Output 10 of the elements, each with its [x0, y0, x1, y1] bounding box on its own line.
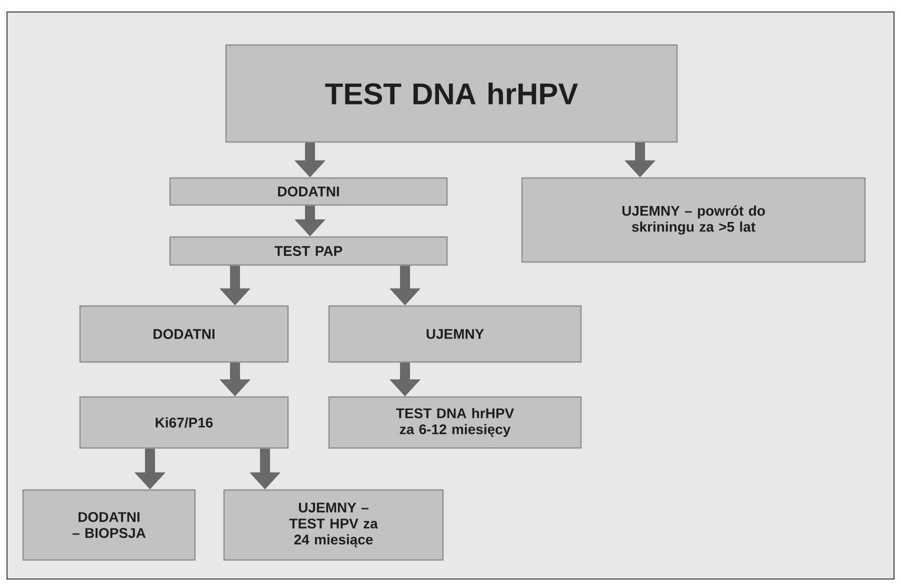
process-box: DODATNI – BIOPSJA [22, 489, 196, 561]
process-box: UJEMNY – TEST HPV za 24 miesiące [223, 489, 444, 561]
process-box: UJEMNY [328, 305, 582, 363]
process-box: DODATNI [169, 177, 448, 206]
process-box: TEST DNA hrHPV [225, 44, 678, 143]
process-box: UJEMNY – powrót do skriningu za >5 lat [521, 177, 866, 263]
process-box: TEST PAP [169, 236, 448, 266]
process-box: TEST DNA hrHPV za 6-12 miesięcy [328, 396, 582, 449]
process-box: Ki67/P16 [79, 396, 289, 449]
process-box: DODATNI [79, 305, 289, 363]
